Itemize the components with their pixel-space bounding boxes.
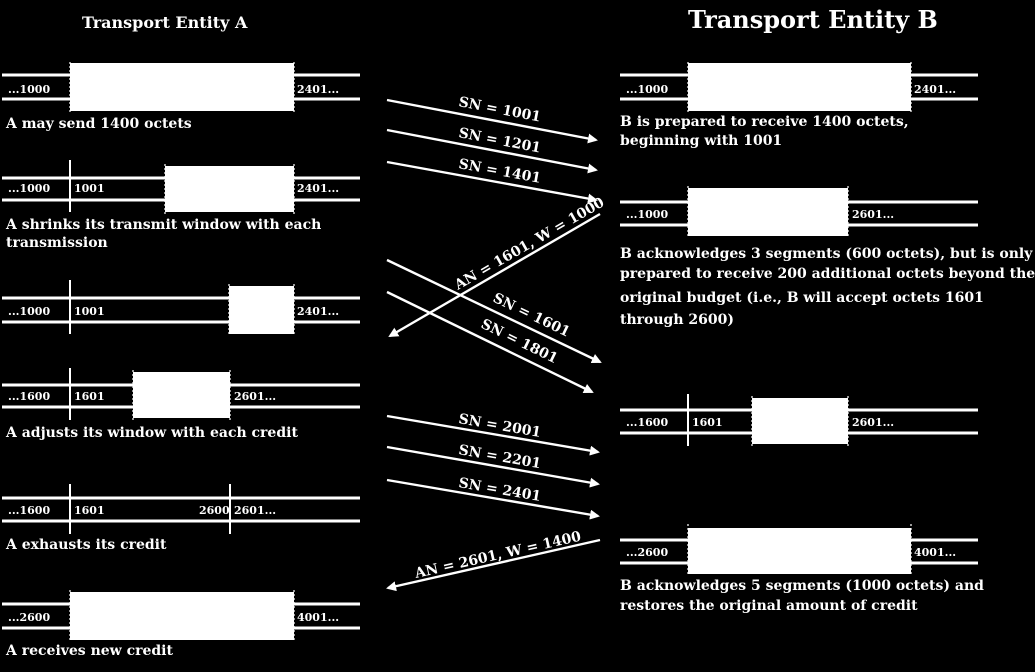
a1-right-label: 2401... — [297, 83, 339, 96]
a2-caption-line1: A shrinks its transmit window with each — [5, 217, 321, 233]
a1-left-label: ...1000 — [8, 83, 50, 96]
a-window-6: ...2600 4001... A receives new credit — [2, 590, 360, 659]
b1-left-label: ...1000 — [626, 83, 668, 96]
b2-caption-line2: prepared to receive 200 additional octet… — [620, 266, 1035, 282]
b4-caption-line2: restores the original amount of credit — [620, 598, 918, 614]
message-sn-1801: SN = 1801 — [386, 290, 594, 394]
a-window-2: ...1000 1001 2401... A shrinks its trans… — [2, 160, 360, 251]
b3-left-label: ...1600 — [626, 416, 668, 429]
b4-left-label: ...2600 — [626, 546, 668, 559]
a4-mid-label: 1601 — [74, 390, 105, 403]
a2-caption-line2: transmission — [6, 235, 108, 251]
b1-caption-line2: beginning with 1001 — [620, 133, 782, 149]
b2-caption-line1: B acknowledges 3 segments (600 octets), … — [620, 246, 1033, 262]
b-window-3: ...1600 1601 2601... — [620, 394, 978, 446]
message-an-2601-label: AN = 2601, W = 1400 — [412, 529, 583, 583]
entity-b-title: Transport Entity B — [688, 5, 938, 34]
a-window-4: ...1600 1601 2601... A adjusts its windo… — [2, 368, 360, 441]
a5-mid-label: 1601 — [74, 504, 105, 517]
a-window-1: ...1000 2401... A may send 1400 octets — [2, 62, 360, 132]
a-window-5: ...1600 1601 2600 2601... A exhausts its… — [2, 484, 360, 553]
a6-caption: A receives new credit — [5, 643, 173, 659]
a2-right-label: 2401... — [297, 182, 339, 195]
b-window-1: ...1000 2401... B is prepared to receive… — [620, 62, 978, 149]
a4-caption: A adjusts its window with each credit — [5, 425, 298, 441]
a5-end-label: 2600 — [199, 504, 230, 517]
a5-right-label: 2601... — [234, 504, 276, 517]
b1-caption-line1: B is prepared to receive 1400 octets, — [620, 114, 909, 130]
a5-left-label: ...1600 — [8, 504, 50, 517]
a5-caption: A exhausts its credit — [5, 537, 167, 553]
message-sn-2001: SN = 2001 — [386, 411, 600, 456]
a4-right-label: 2601... — [234, 390, 276, 403]
b4-right-label: 4001... — [914, 546, 956, 559]
message-an-2601: AN = 2601, W = 1400 — [386, 529, 601, 592]
message-sn-1401: SN = 1401 — [386, 156, 598, 204]
a3-left-label: ...1000 — [8, 305, 50, 318]
b3-right-label: 2601... — [852, 416, 894, 429]
a4-left-label: ...1600 — [8, 390, 50, 403]
entity-a-title: Transport Entity A — [82, 13, 248, 32]
a2-mid-label: 1001 — [74, 182, 105, 195]
b-window-2: ...1000 2601... B acknowledges 3 segment… — [620, 186, 1035, 328]
a1-caption: A may send 1400 octets — [5, 116, 192, 132]
message-sn-2401: SN = 2401 — [386, 475, 600, 520]
b2-caption-line4: through 2600) — [620, 312, 734, 328]
b-window-4: ...2600 4001... B acknowledges 5 segment… — [620, 524, 984, 614]
a6-left-label: ...2600 — [8, 611, 50, 624]
b2-left-label: ...1000 — [626, 208, 668, 221]
a3-mid-label: 1001 — [74, 305, 105, 318]
message-an-1601-label: AN = 1601, W = 1000 — [451, 194, 607, 293]
message-sn-2401-label: SN = 2401 — [457, 475, 542, 505]
b4-caption-line1: B acknowledges 5 segments (1000 octets) … — [620, 578, 984, 594]
b2-right-label: 2601... — [852, 208, 894, 221]
a2-left-label: ...1000 — [8, 182, 50, 195]
message-sn-2201: SN = 2201 — [386, 442, 600, 488]
b2-caption-line3: original budget (i.e., B will accept oct… — [620, 290, 984, 306]
a-window-3: ...1000 1001 2401... — [2, 280, 360, 336]
b1-right-label: 2401... — [914, 83, 956, 96]
a3-right-label: 2401... — [297, 305, 339, 318]
b3-mid-label: 1601 — [692, 416, 723, 429]
a6-right-label: 4001... — [297, 611, 339, 624]
message-sn-2001-label: SN = 2001 — [457, 411, 542, 441]
